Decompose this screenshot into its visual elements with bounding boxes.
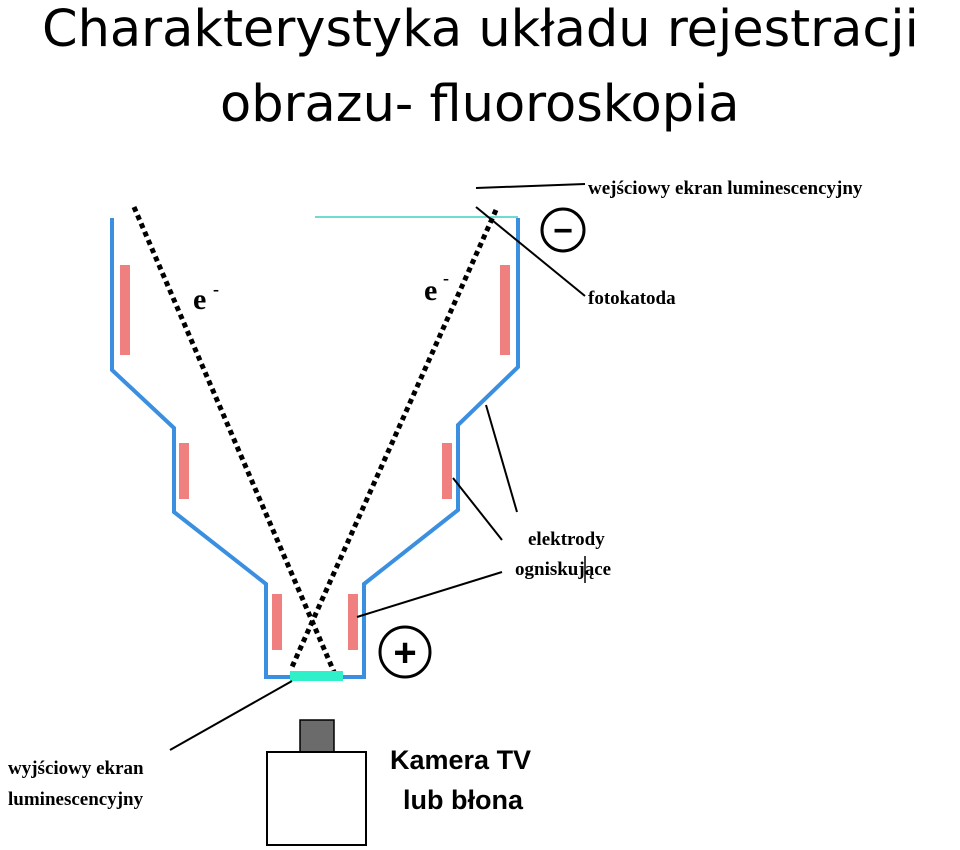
electron-label-left-sup: -: [213, 279, 219, 299]
electron-path-left: [131, 206, 337, 673]
tube-outline: [110, 218, 520, 679]
focusing-electrode-right-upper: [442, 443, 452, 499]
leader-electrodes-3: [356, 571, 503, 618]
positive-terminal-sign: +: [393, 631, 416, 675]
label-output-screen-line1: wyjściowy ekran: [8, 758, 144, 779]
focusing-electrode-left-lower: [272, 594, 282, 650]
electron-label-right-sup: -: [443, 268, 449, 288]
electron-label-right: e: [424, 274, 437, 307]
leader-photocathode: [475, 206, 586, 297]
photocathode-electrode-left: [120, 265, 130, 355]
negative-terminal-sign: −: [553, 212, 573, 250]
leader-output-screen: [169, 680, 293, 751]
focusing-electrode-left-upper: [179, 443, 189, 499]
output-screen: [290, 671, 343, 681]
camera-body: [266, 751, 367, 846]
photocathode-electrode-right: [500, 265, 510, 355]
electron-path-right: [289, 208, 499, 669]
label-camera-line1: Kamera TV: [390, 745, 531, 775]
label-output-screen-line2: luminescencyjny: [8, 789, 144, 810]
leader-electrodes-1: [485, 404, 518, 513]
label-input-screen: wejściowy ekran luminescencyjny: [588, 178, 863, 199]
page-title-line-1: Charakterystyka układu rejestracji: [42, 0, 919, 59]
focusing-electrode-right-lower: [348, 594, 358, 650]
camera-lens: [299, 719, 335, 754]
label-photocathode: fotokatoda: [588, 288, 676, 309]
electron-label-left: e: [193, 283, 206, 316]
label-camera-line2: lub błona: [403, 785, 524, 815]
negative-terminal-icon: [540, 207, 586, 253]
label-electrodes-line1: elektrody: [528, 529, 605, 550]
label-electrodes-line2: ogniskujące: [515, 559, 611, 580]
page-title-line-2: obrazu- fluoroskopia: [220, 75, 740, 134]
leader-electrodes-2: [452, 477, 503, 541]
leader-input-screen: [475, 183, 586, 189]
positive-terminal-icon: [378, 625, 432, 679]
